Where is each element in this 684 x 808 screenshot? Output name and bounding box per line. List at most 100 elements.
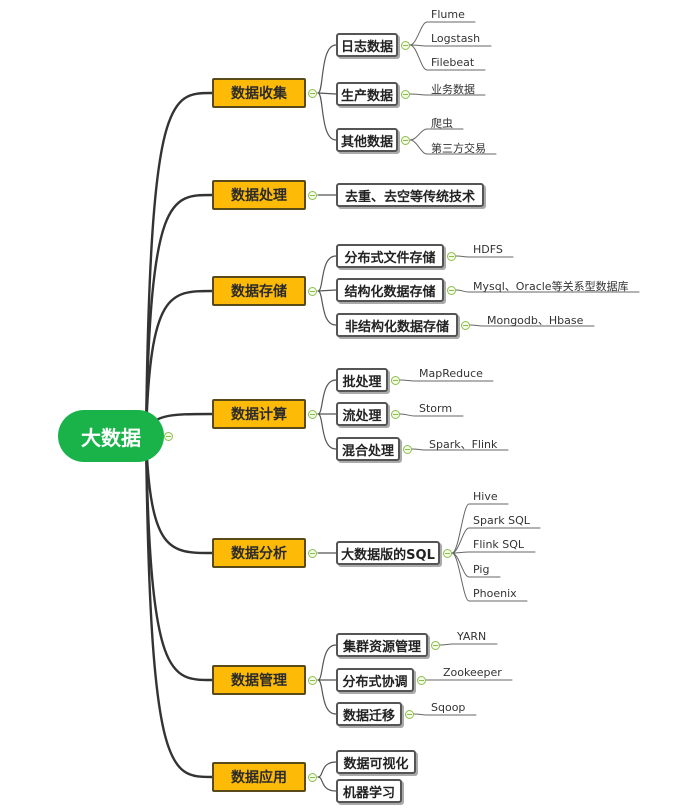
connector-line <box>144 193 214 438</box>
leaf-topic[interactable]: 业务数据 <box>431 83 475 96</box>
category-collapse-icon[interactable] <box>308 676 317 685</box>
leaf-topic[interactable]: Logstash <box>431 32 481 45</box>
connector-line <box>409 93 428 96</box>
connector-line <box>411 448 426 451</box>
connector-line <box>409 128 428 141</box>
category-node[interactable]: 数据存储 <box>212 276 306 306</box>
connector-line <box>317 644 337 681</box>
connector-line <box>317 92 337 95</box>
connector-line <box>317 679 337 715</box>
category-node[interactable]: 数据计算 <box>212 399 306 429</box>
leaf-topic[interactable]: 第三方交易 <box>431 142 486 155</box>
subtopic-collapse-icon[interactable] <box>391 410 400 419</box>
connector-line <box>399 379 416 382</box>
subtopic-collapse-icon[interactable] <box>391 376 400 385</box>
connector-line <box>144 289 214 438</box>
leaf-topic[interactable]: Filebeat <box>431 56 475 69</box>
category-node[interactable]: 数据处理 <box>212 180 306 210</box>
connector-line <box>317 776 337 792</box>
subtopic-node[interactable]: 混合处理 <box>336 437 400 461</box>
subtopic-node[interactable]: 去重、去空等传统技术 <box>336 183 484 207</box>
leaf-topic[interactable]: Flink SQL <box>473 538 525 551</box>
subtopic-node[interactable]: 集群资源管理 <box>336 633 428 657</box>
leaf-topic[interactable]: MapReduce <box>419 367 483 380</box>
subtopic-node[interactable]: 其他数据 <box>336 128 398 152</box>
subtopic-node[interactable]: 数据迁移 <box>336 702 402 726</box>
subtopic-collapse-icon[interactable] <box>403 445 412 454</box>
leaf-topic[interactable]: Mysql、Oracle等关系型数据库 <box>473 280 629 293</box>
root-topic[interactable]: 大数据 <box>58 410 164 462</box>
leaf-topic[interactable]: Zookeeper <box>443 666 502 679</box>
subtopic-node[interactable]: 大数据版的SQL <box>336 541 440 565</box>
subtopic-node[interactable]: 数据可视化 <box>336 750 416 774</box>
leaf-topic[interactable]: YARN <box>457 630 487 643</box>
leaf-topic[interactable]: HDFS <box>473 243 503 256</box>
subtopic-collapse-icon[interactable] <box>447 286 456 295</box>
category-node[interactable]: 数据应用 <box>212 762 306 792</box>
connector-line <box>317 92 337 141</box>
connector-line <box>317 289 337 292</box>
leaf-topic[interactable]: Hive <box>473 490 498 503</box>
subtopic-node[interactable]: 分布式文件存储 <box>336 244 444 268</box>
connector-line <box>409 139 428 155</box>
connector-line <box>317 761 337 778</box>
subtopic-collapse-icon[interactable] <box>405 710 414 719</box>
subtopic-collapse-icon[interactable] <box>417 676 426 685</box>
subtopic-collapse-icon[interactable] <box>401 90 410 99</box>
subtopic-collapse-icon[interactable] <box>461 321 470 330</box>
leaf-topic[interactable]: Phoenix <box>473 587 517 600</box>
leaf-topic[interactable]: Spark SQL <box>473 514 530 527</box>
category-node[interactable]: 数据分析 <box>212 538 306 568</box>
leaf-topic[interactable]: 爬虫 <box>431 117 453 130</box>
leaf-topic[interactable]: Spark、Flink <box>429 438 498 451</box>
connector-line <box>455 255 470 258</box>
leaf-topic[interactable]: Mongodb、Hbase <box>487 314 584 327</box>
connector-line <box>144 434 214 682</box>
subtopic-node[interactable]: 分布式协调 <box>336 668 414 692</box>
connector-line <box>451 503 470 554</box>
connector-line <box>317 290 337 326</box>
connector-line <box>409 21 428 46</box>
subtopic-collapse-icon[interactable] <box>447 252 456 261</box>
category-collapse-icon[interactable] <box>308 410 317 419</box>
connector-line <box>144 434 214 779</box>
category-collapse-icon[interactable] <box>308 191 317 200</box>
connector-line <box>317 255 337 292</box>
subtopic-node[interactable]: 日志数据 <box>336 33 398 57</box>
subtopic-node[interactable]: 生产数据 <box>336 82 398 106</box>
leaf-topic[interactable]: Sqoop <box>431 701 466 714</box>
connector-line <box>144 434 214 555</box>
root-collapse-icon[interactable] <box>164 432 173 441</box>
connector-line <box>451 552 470 602</box>
subtopic-node[interactable]: 流处理 <box>336 402 388 426</box>
subtopic-collapse-icon[interactable] <box>401 136 410 145</box>
subtopic-node[interactable]: 机器学习 <box>336 779 402 803</box>
category-collapse-icon[interactable] <box>308 89 317 98</box>
subtopic-node[interactable]: 非结构化数据存储 <box>336 313 458 337</box>
connector-line <box>317 413 337 450</box>
category-node[interactable]: 数据管理 <box>212 665 306 695</box>
connector-line <box>317 44 337 94</box>
subtopic-collapse-icon[interactable] <box>401 41 410 50</box>
connector-line <box>455 289 470 293</box>
connector-line <box>439 643 454 646</box>
category-collapse-icon[interactable] <box>308 287 317 296</box>
subtopic-node[interactable]: 结构化数据存储 <box>336 278 444 302</box>
leaf-topic[interactable]: Pig <box>473 563 490 576</box>
connector-line <box>413 713 428 716</box>
category-collapse-icon[interactable] <box>308 549 317 558</box>
connector-line <box>469 324 484 327</box>
leaf-topic[interactable]: Storm <box>419 402 453 415</box>
connector-line <box>317 379 337 415</box>
subtopic-collapse-icon[interactable] <box>443 549 452 558</box>
connector-line <box>409 44 428 71</box>
leaf-topic[interactable]: Flume <box>431 8 465 21</box>
subtopic-collapse-icon[interactable] <box>431 641 440 650</box>
category-collapse-icon[interactable] <box>308 773 317 782</box>
category-node[interactable]: 数据收集 <box>212 78 306 108</box>
connector-line <box>399 413 416 417</box>
connector-line <box>451 527 470 554</box>
subtopic-node[interactable]: 批处理 <box>336 368 388 392</box>
connector-line <box>144 91 214 438</box>
